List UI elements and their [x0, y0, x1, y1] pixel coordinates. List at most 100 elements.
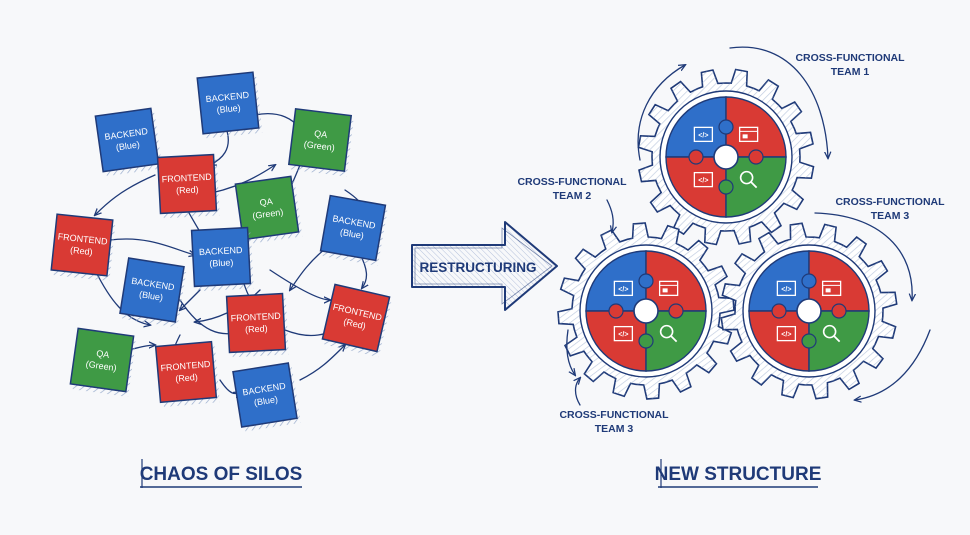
restructuring-label: RESTRUCTURING [420, 260, 537, 275]
code-icon: </> [613, 325, 634, 342]
chaos-arrow [269, 269, 330, 300]
rotation-arrow [566, 329, 575, 375]
gear-annotations: CROSS-FUNCTIONAL TEAM 1 CROSS-FUNCTIONAL… [517, 46, 945, 435]
card-team-label: BACKEND [205, 90, 250, 105]
svg-text:</>: </> [781, 286, 791, 293]
rotation-arrow [814, 212, 912, 300]
silo-card-qa: QA(Green) [287, 107, 354, 177]
puzzle-knob [801, 333, 817, 349]
card-body [232, 362, 298, 428]
puzzle-knob [668, 303, 684, 319]
browser-window-icon [821, 280, 842, 297]
silo-card-frontend: FRONTEND(Red) [225, 292, 289, 358]
search-icon [659, 324, 678, 343]
card-body [319, 194, 387, 262]
svg-text:</>: </> [781, 332, 791, 339]
puzzle-knob [748, 149, 764, 165]
gear-team-1: </> </> [637, 68, 815, 246]
gears-group: </> </> </> </> </> </> [557, 68, 898, 400]
gear-hub [796, 298, 822, 324]
silo-card-frontend: FRONTEND(Red) [156, 153, 220, 219]
right-title-group: NEW STRUCTURE [655, 459, 822, 488]
card-body [69, 327, 135, 393]
rotation-arrow [606, 199, 613, 232]
card-team-label: QA [96, 348, 110, 360]
silo-cards: BACKEND(Blue)BACKEND(Blue)QA(Green)FRONT… [50, 71, 392, 432]
gear-hub [633, 298, 659, 324]
card-body [287, 107, 353, 173]
puzzle-knob [608, 303, 624, 319]
card-color-label: (Blue) [138, 289, 163, 303]
restructuring-arrow: RESTRUCTURING [411, 221, 558, 311]
card-color-label: (Red) [176, 184, 199, 195]
silo-card-qa: QA(Green) [234, 175, 303, 245]
puzzle-knob [831, 303, 847, 319]
team3-bottom-label-line2: TEAM 3 [595, 423, 634, 435]
gear-team-2: </> </> [557, 222, 735, 400]
puzzle-knob [718, 179, 734, 195]
gear-team-3: </> </> [720, 222, 898, 400]
team3-bottom-label-line1: CROSS-FUNCTIONAL [559, 409, 669, 421]
puzzle-knob [688, 149, 704, 165]
rotation-arrow [855, 329, 931, 400]
team2-label-line1: CROSS-FUNCTIONAL [517, 176, 627, 188]
card-color-label: (Blue) [216, 103, 241, 115]
card-color-label: (Green) [303, 139, 335, 153]
team2-label-line2: TEAM 2 [553, 190, 592, 202]
silo-card-backend: BACKEND(Blue) [94, 107, 163, 177]
silo-card-frontend: FRONTEND(Red) [50, 213, 116, 282]
card-team-label: QA [314, 128, 328, 140]
code-icon: </> [693, 126, 714, 143]
puzzle-knob [638, 273, 654, 289]
puzzle-knob [718, 119, 734, 135]
card-body [234, 175, 300, 241]
code-icon: </> [776, 280, 797, 297]
card-color-label: (Green) [85, 359, 117, 373]
chaos-arrow [299, 345, 345, 381]
code-icon: </> [613, 280, 634, 297]
chaos-arrow [95, 174, 156, 215]
right-title: NEW STRUCTURE [655, 464, 822, 485]
silo-card-backend: BACKEND(Blue) [190, 226, 254, 292]
card-body [156, 153, 218, 215]
rotation-arrow [729, 46, 828, 158]
card-color-label: (Blue) [339, 227, 364, 241]
team3-right-label-line2: TEAM 3 [871, 210, 910, 222]
svg-text:</>: </> [698, 178, 708, 185]
team1-label-line1: CROSS-FUNCTIONAL [795, 52, 905, 64]
card-body [154, 340, 218, 404]
code-icon: </> [693, 171, 714, 188]
silo-card-backend: BACKEND(Blue) [196, 71, 263, 139]
card-body [196, 71, 260, 135]
card-color-label: (Blue) [209, 257, 234, 268]
card-team-label: FRONTEND [161, 172, 212, 185]
silo-card-frontend: FRONTEND(Red) [154, 340, 220, 408]
card-body [94, 107, 160, 173]
browser-window-icon [658, 280, 679, 297]
card-body [321, 283, 391, 353]
team1-label-line2: TEAM 1 [831, 66, 870, 78]
left-title-group: CHAOS OF SILOS [140, 459, 303, 488]
card-color-label: (Blue) [115, 139, 140, 152]
code-icon: </> [776, 325, 797, 342]
puzzle-knob [638, 333, 654, 349]
card-body [50, 213, 114, 277]
left-title: CHAOS OF SILOS [140, 464, 303, 485]
browser-window-icon [738, 126, 759, 143]
silo-card-backend: BACKEND(Blue) [319, 194, 388, 266]
puzzle-knob [801, 273, 817, 289]
silo-card-frontend: FRONTEND(Red) [321, 283, 392, 358]
search-icon [739, 170, 758, 189]
search-icon [822, 324, 841, 343]
card-color-label: (Red) [175, 372, 198, 384]
silo-card-backend: BACKEND(Blue) [119, 257, 187, 328]
team3-right-label-line1: CROSS-FUNCTIONAL [835, 196, 945, 208]
card-color-label: (Red) [343, 316, 367, 331]
svg-text:</>: </> [698, 132, 708, 139]
card-color-label: (Red) [245, 323, 268, 334]
puzzle-knob [771, 303, 787, 319]
card-body [225, 292, 287, 354]
card-color-label: (Blue) [253, 394, 278, 408]
